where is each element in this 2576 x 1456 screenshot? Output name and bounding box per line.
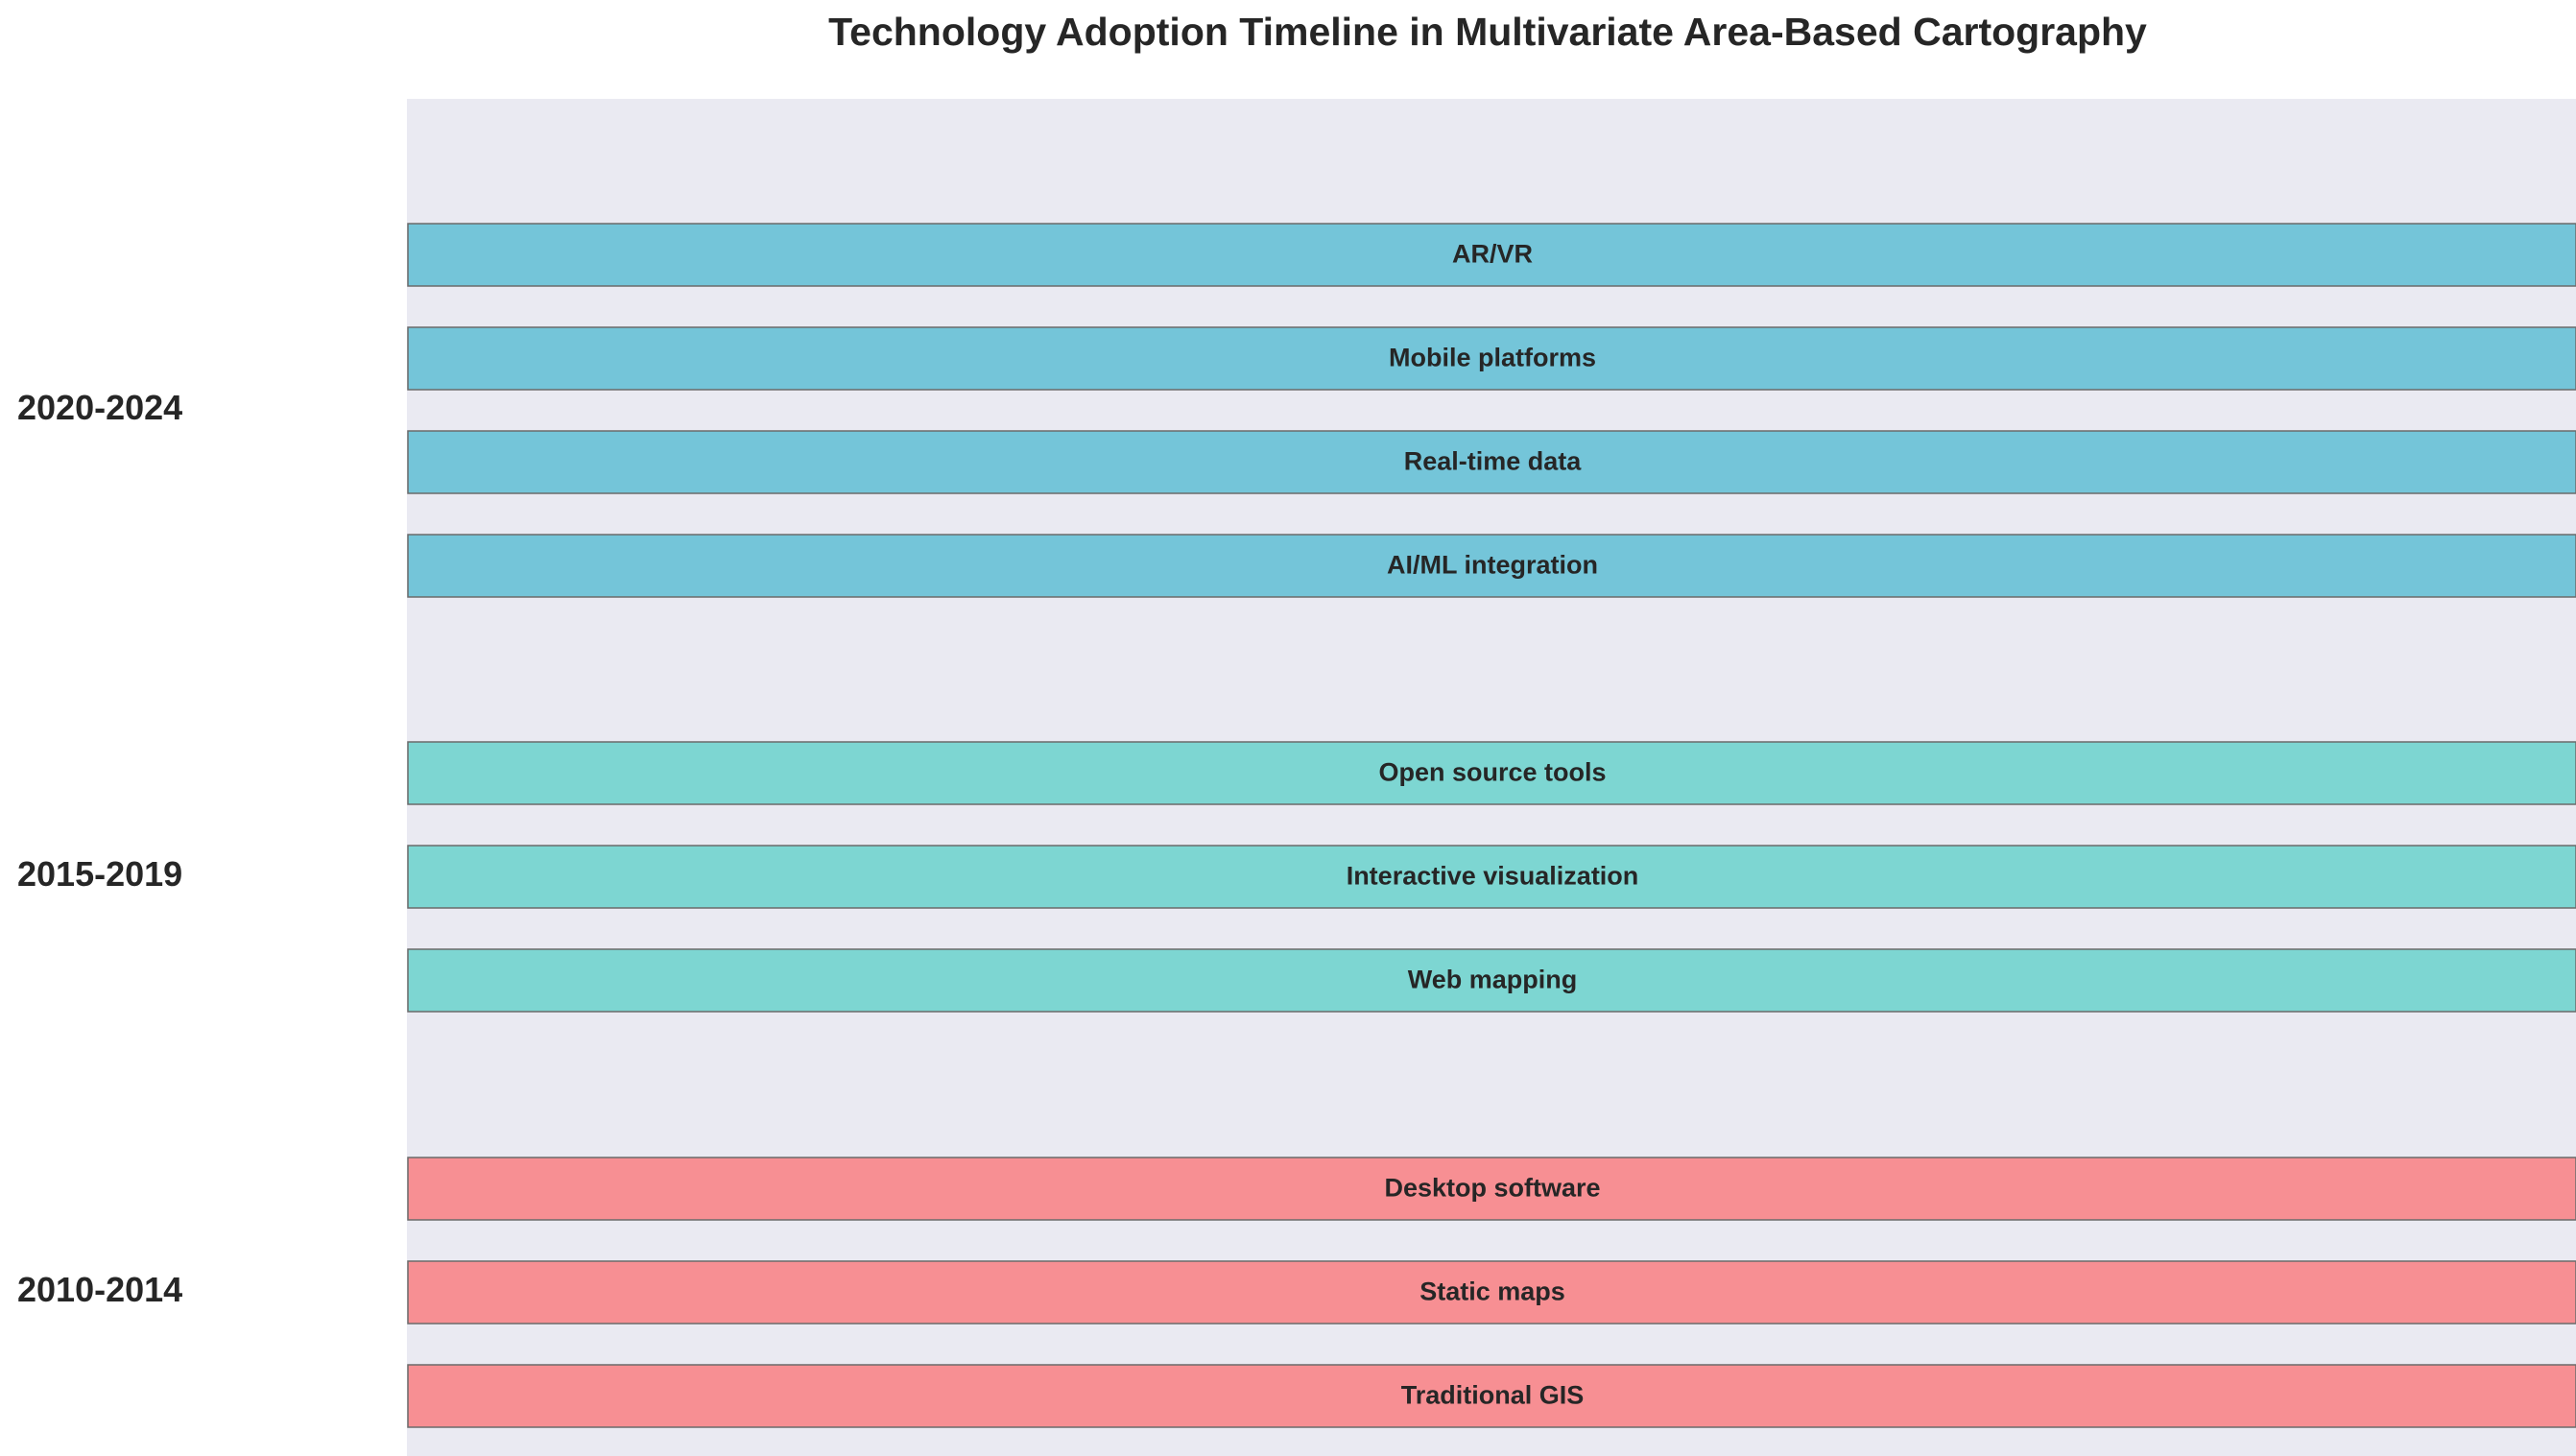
period-label: 2015-2019 xyxy=(17,854,182,894)
bar-label: AI/ML integration xyxy=(1387,551,1598,580)
timeline-bar xyxy=(407,430,2576,494)
bar-label: Static maps xyxy=(1419,1277,1565,1306)
timeline-bar xyxy=(407,1157,2576,1221)
bar-label: Interactive visualization xyxy=(1347,862,1639,891)
period-label: 2020-2024 xyxy=(17,388,182,427)
timeline-bar xyxy=(407,223,2576,287)
timeline-bar xyxy=(407,1364,2576,1428)
timeline-bar xyxy=(407,845,2576,909)
timeline-bar xyxy=(407,534,2576,598)
bar-label: Desktop software xyxy=(1384,1174,1600,1203)
timeline-bar xyxy=(407,1260,2576,1325)
chart-title: Technology Adoption Timeline in Multivar… xyxy=(828,10,2147,54)
bar-label: Traditional GIS xyxy=(1401,1381,1585,1410)
bar-label: Real-time data xyxy=(1404,447,1583,476)
period-label: 2010-2014 xyxy=(17,1270,182,1309)
period-labels-layer: 2020-2024 2015-2019 2010-2014 xyxy=(17,388,182,1309)
bar-label: Open source tools xyxy=(1378,758,1606,787)
timeline-bar xyxy=(407,741,2576,805)
bar-label: Web mapping xyxy=(1408,966,1578,994)
bar-label: Mobile platforms xyxy=(1389,344,1596,372)
bar-label: AR/VR xyxy=(1452,240,1533,269)
timeline-bar xyxy=(407,948,2576,1013)
timeline-bar xyxy=(407,326,2576,391)
